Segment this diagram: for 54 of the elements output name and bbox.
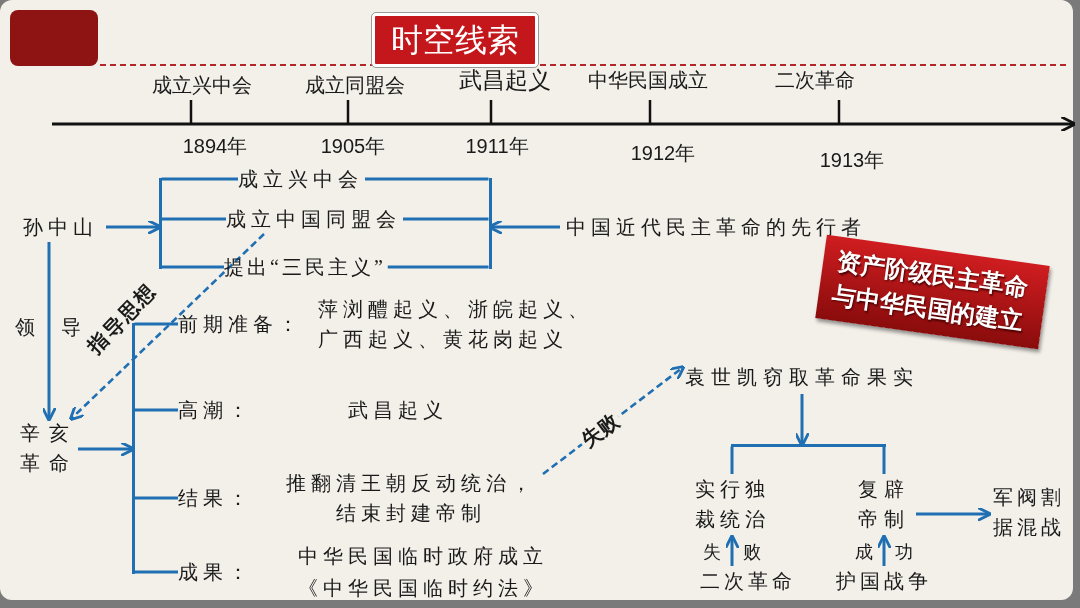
body-text: 推翻清王朝反动统治，结束封建帝制 bbox=[284, 471, 537, 526]
connector-line bbox=[882, 446, 886, 474]
event-label: 中华民国成立 bbox=[588, 67, 708, 93]
event-label: 二次革命 bbox=[775, 67, 855, 93]
node-text: 成立中国同盟会 bbox=[226, 204, 403, 234]
connector-line bbox=[403, 217, 489, 221]
node-text: 复辟帝制 bbox=[852, 474, 916, 538]
connector-line bbox=[730, 446, 734, 474]
edge-label: 指导思想 bbox=[83, 278, 161, 358]
body-text: 《中华民国临时约法》 bbox=[298, 576, 548, 601]
year-label: 1911年 bbox=[465, 133, 529, 159]
dashed-arrow bbox=[68, 233, 265, 422]
node-text: 提出“三民主义” bbox=[224, 252, 388, 282]
node-text: 二次革命 bbox=[690, 566, 805, 596]
node-text: 军阀割据混战 bbox=[988, 482, 1070, 546]
title-banner: 时空线索 bbox=[372, 13, 538, 67]
heading-text: 前期准备： bbox=[178, 312, 303, 337]
connector-line bbox=[387, 265, 489, 269]
heading-text: 成果： bbox=[178, 560, 253, 585]
connector-line bbox=[134, 496, 178, 500]
node-text: 实行独裁统治 bbox=[690, 474, 774, 538]
body-text: 武昌起义 bbox=[348, 398, 448, 423]
event-label: 成立兴中会 bbox=[152, 72, 252, 98]
connector-line bbox=[161, 265, 224, 269]
bracket-bar bbox=[158, 177, 162, 269]
connector-line bbox=[161, 177, 238, 181]
bracket-bar bbox=[730, 443, 886, 447]
node-text: 孙中山 bbox=[14, 212, 106, 242]
connector-line bbox=[134, 408, 178, 412]
event-label: 武昌起义 bbox=[459, 65, 551, 95]
arrow bbox=[41, 242, 57, 423]
node-text: 袁世凯窃取革命果实 bbox=[682, 362, 922, 394]
arrow bbox=[724, 533, 740, 566]
connector-line bbox=[365, 177, 489, 181]
body-text: 萍浏醴起义、浙皖起义、广西起义、黄花岗起义 bbox=[318, 297, 594, 352]
connector-line bbox=[161, 217, 226, 221]
year-label: 1905年 bbox=[320, 133, 386, 159]
heading-text: 结果： bbox=[178, 486, 253, 511]
connector-line bbox=[134, 322, 178, 326]
node-text: 辛亥革命 bbox=[20, 418, 78, 480]
event-label: 成立同盟会 bbox=[305, 72, 405, 98]
node-text: 护国战争 bbox=[828, 566, 940, 596]
body-text: 中华民国临时政府成立 bbox=[298, 544, 548, 569]
year-label: 1894年 bbox=[182, 133, 248, 159]
connector-line bbox=[134, 570, 178, 574]
arrow bbox=[876, 533, 892, 566]
node-text: 成立兴中会 bbox=[238, 164, 365, 194]
heading-text: 高潮： bbox=[178, 398, 253, 423]
edge-label: 失败 bbox=[702, 541, 783, 563]
arrow bbox=[916, 506, 993, 522]
edge-label: 成功 bbox=[854, 541, 935, 563]
year-label: 1912年 bbox=[630, 140, 696, 166]
bracket-bar bbox=[488, 177, 492, 269]
year-label: 1913年 bbox=[819, 147, 885, 173]
